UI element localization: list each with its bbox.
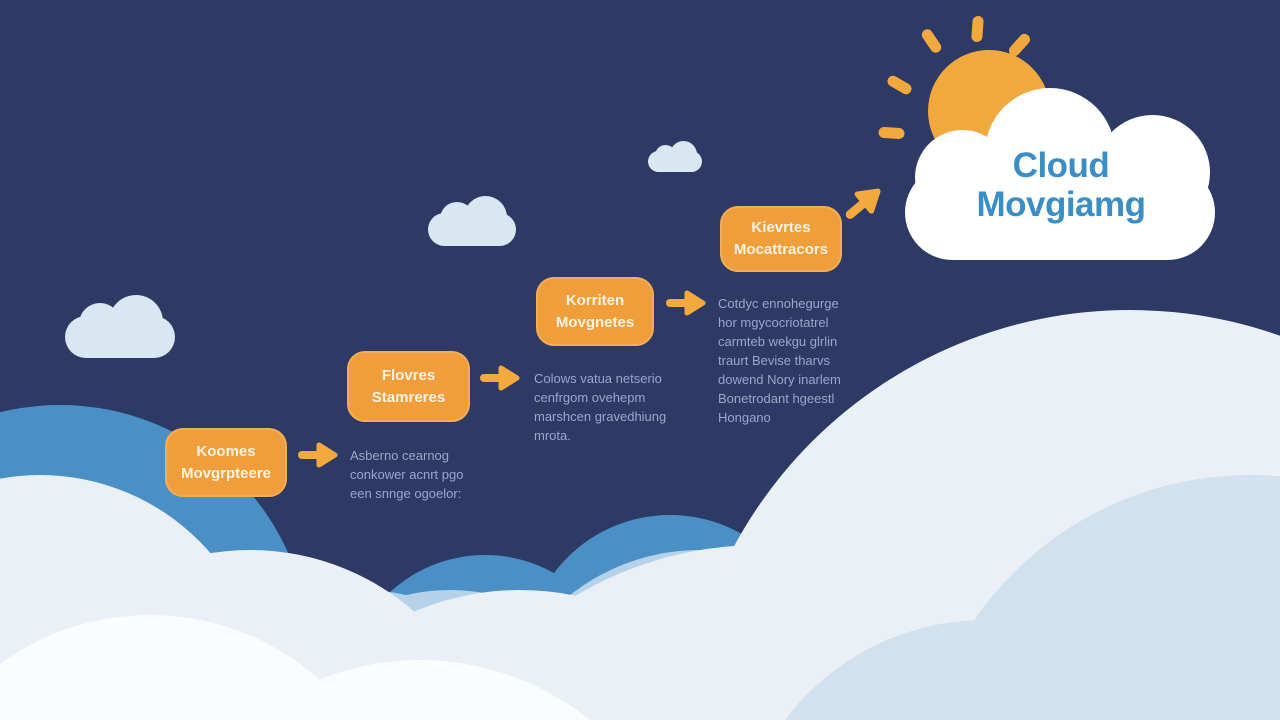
sun-ray: [971, 15, 984, 43]
step-box-4: Kievrtes Mocattracors: [720, 206, 842, 272]
sun-ray: [919, 27, 944, 55]
small-cloud-icon: [65, 295, 175, 358]
small-cloud-icon: [428, 196, 516, 246]
title-line-2: Movgiamg: [976, 185, 1146, 224]
sun-ray: [885, 73, 914, 97]
step-description-1: Asberno cearnog conkower acnrt pgo een s…: [350, 448, 464, 501]
step-description-2: Colows vatua netserio cenfrgom ovehepm m…: [534, 371, 667, 443]
step-box-1: Koomes Movgrpteere: [165, 428, 287, 497]
arrow-right-icon: [666, 288, 708, 318]
arrow-right-icon: [480, 363, 522, 393]
infographic-title: Cloud Movgiamg: [905, 146, 1217, 224]
step-box-2: Flovres Stamreres: [347, 351, 470, 422]
sun-ray: [878, 126, 905, 140]
arrow-right-icon: [298, 440, 340, 470]
small-cloud-icon: [648, 141, 702, 172]
step-box-3: Korriten Movgnetes: [536, 277, 654, 346]
step-description-3: Cotdyc ennohegurge hor mgycocriotatrel c…: [718, 296, 841, 425]
cloud-shape: [905, 165, 1215, 260]
title-line-1: Cloud: [1012, 146, 1110, 185]
arrow-to-cloud-icon: [836, 174, 902, 239]
